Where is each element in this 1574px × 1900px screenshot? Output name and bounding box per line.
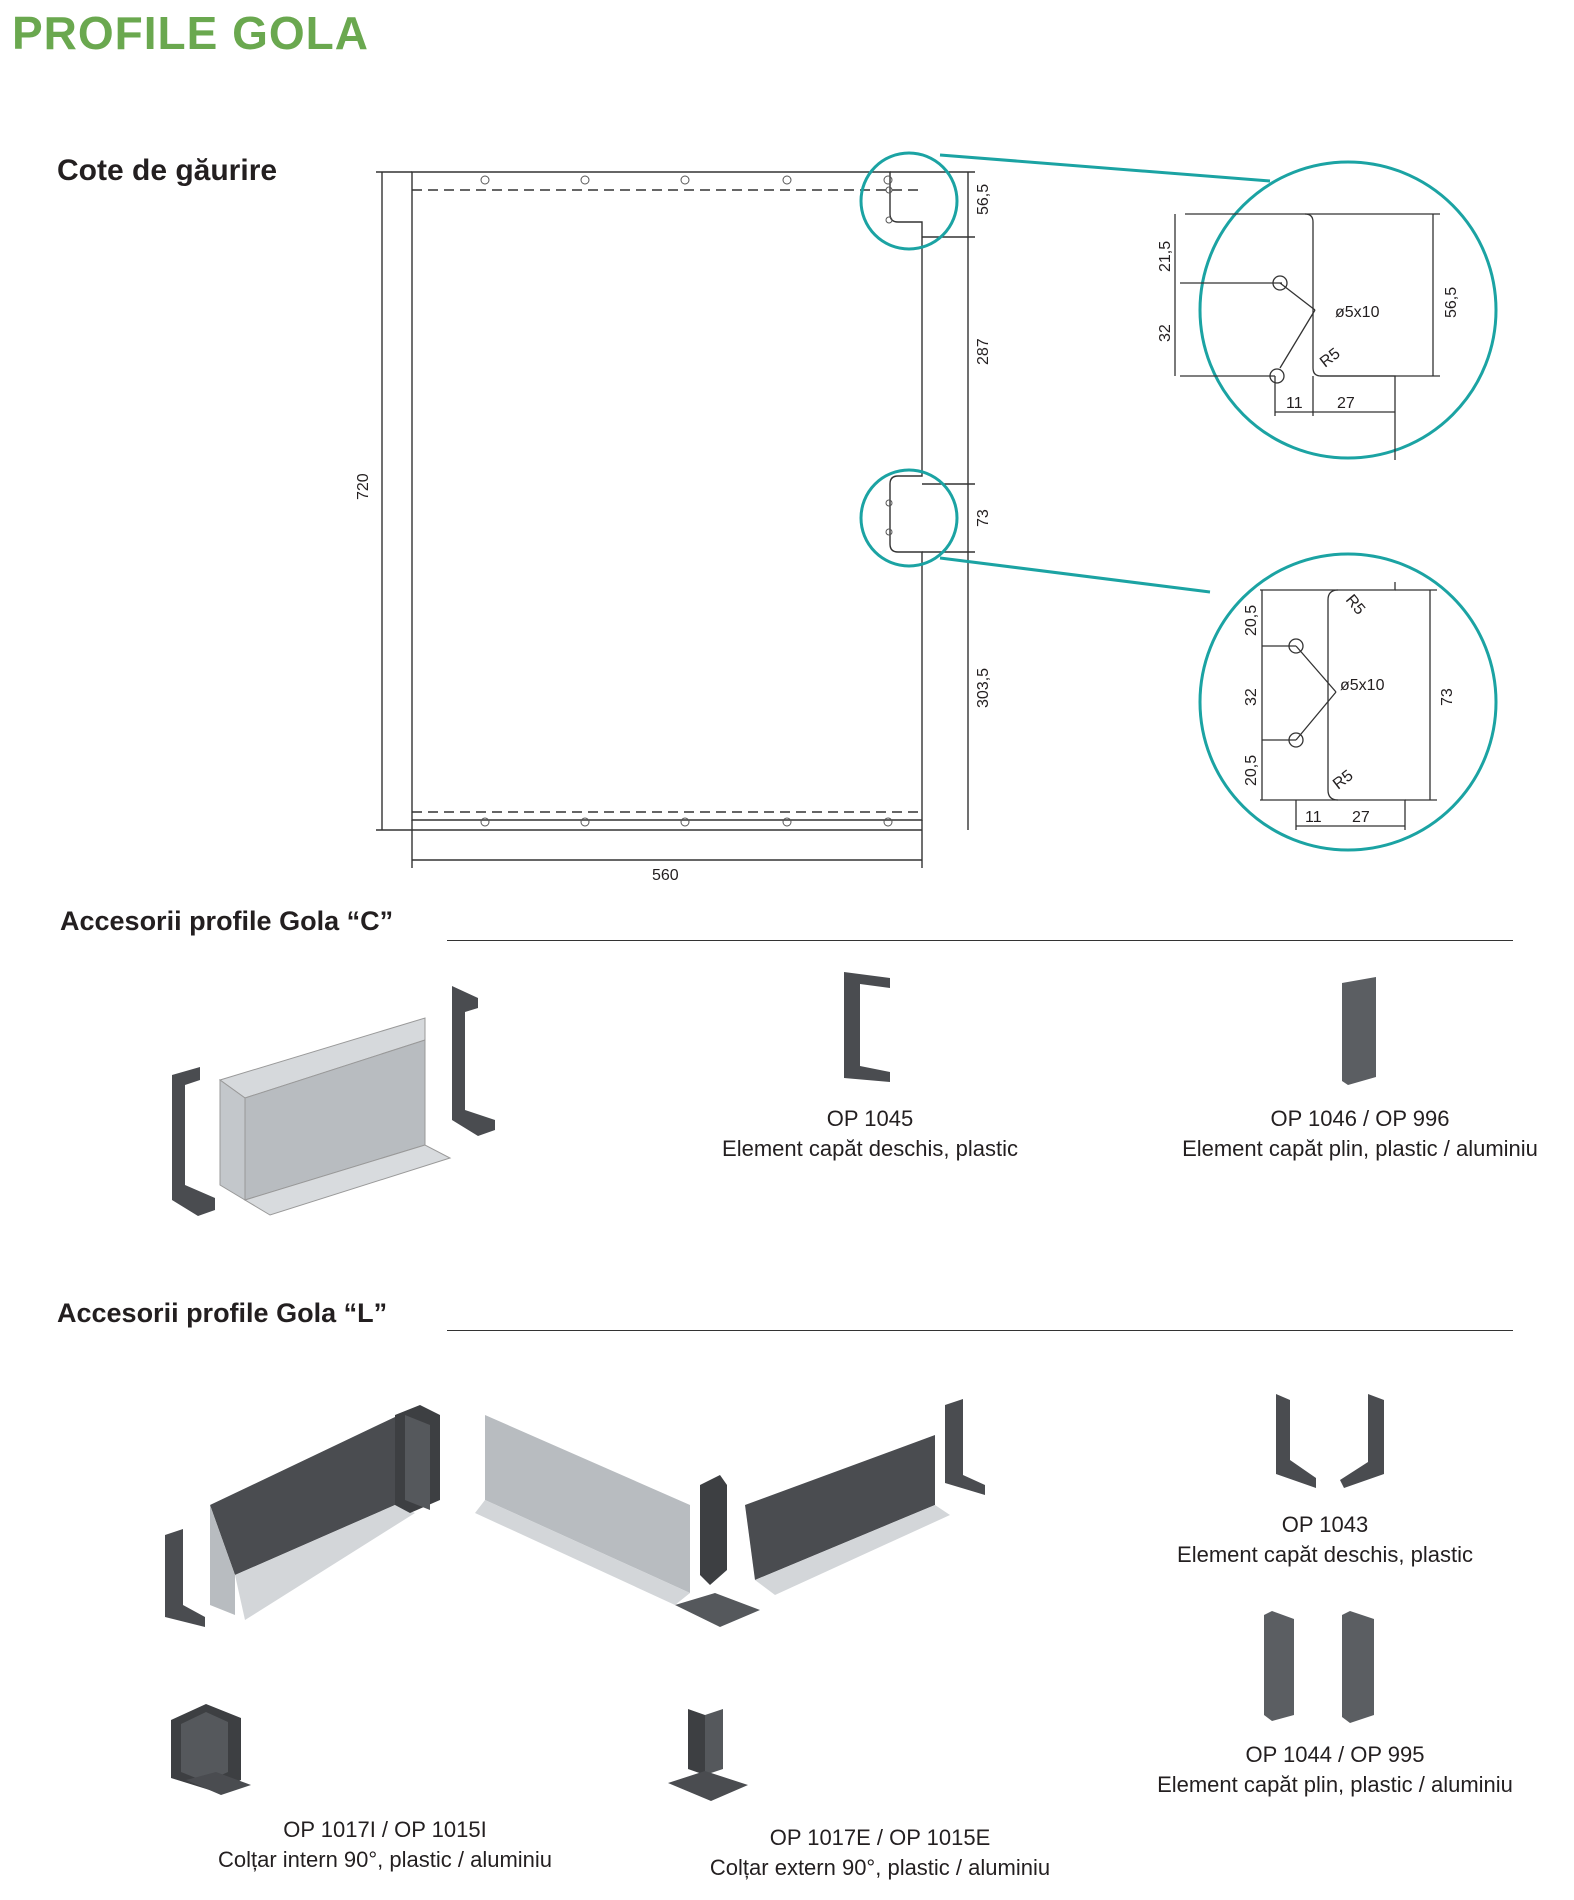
detail-top-d3: 56,5 xyxy=(1443,287,1460,318)
section-l-heading: Accesorii profile Gola “L” xyxy=(57,1298,388,1328)
op1017i-caption: OP 1017I / OP 1015I Colțar intern 90°, p… xyxy=(185,1815,585,1875)
op1045-desc: Element capăt deschis, plastic xyxy=(722,1136,1018,1161)
detail-top-hole: ø5x10 xyxy=(1335,304,1380,321)
op1044-caption: OP 1044 / OP 995 Element capăt plin, pla… xyxy=(1125,1740,1545,1800)
dim-56-5: 56,5 xyxy=(975,184,992,215)
op1045-image xyxy=(844,972,890,1082)
op1017i-code: OP 1017I / OP 1015I xyxy=(283,1817,487,1842)
dim-560: 560 xyxy=(652,867,679,884)
detail-top-d1: 21,5 xyxy=(1157,241,1174,272)
section-c-heading: Accesorii profile Gola “C” xyxy=(60,906,394,936)
op1017e-code: OP 1017E / OP 1015E xyxy=(769,1825,991,1850)
drilling-heading: Cote de găurire xyxy=(57,154,278,187)
gola-l-assembly-image xyxy=(165,1399,985,1627)
op1046-code: OP 1046 / OP 996 xyxy=(1270,1106,1450,1131)
dim-287: 287 xyxy=(975,338,992,365)
op1044-desc: Element capăt plin, plastic / aluminiu xyxy=(1157,1772,1513,1797)
detail-top-radius: R5 xyxy=(1317,345,1344,371)
detail-mid-d1: 20,5 xyxy=(1243,605,1260,636)
op1017e-image xyxy=(668,1709,748,1801)
op1017i-desc: Colțar intern 90°, plastic / aluminiu xyxy=(217,1847,553,1872)
op1043-desc: Element capăt deschis, plastic xyxy=(1177,1542,1473,1567)
drilling-drawing: 720 560 56,5 287 73 303,5 21,5 32 56,5 ø… xyxy=(355,151,1498,884)
detail-top-w1: 11 xyxy=(1286,395,1303,412)
op1046-image xyxy=(1342,977,1376,1085)
dim-720: 720 xyxy=(355,473,372,500)
page-title: PROFILE GOLA xyxy=(12,7,369,59)
detail-top-w2: 27 xyxy=(1337,395,1355,412)
detail-mid-d3: 20,5 xyxy=(1243,755,1260,786)
op1045-code: OP 1045 xyxy=(826,1106,914,1131)
op1043-code: OP 1043 xyxy=(1281,1512,1369,1537)
detail-mid-radius-bot: R5 xyxy=(1330,767,1357,793)
detail-mid-hole: ø5x10 xyxy=(1340,677,1385,694)
detail-top-d2: 32 xyxy=(1157,324,1174,342)
op1044-image xyxy=(1264,1611,1374,1723)
op1043-caption: OP 1043 Element capăt deschis, plastic xyxy=(1125,1510,1525,1570)
detail-mid-w2: 27 xyxy=(1352,809,1370,826)
detail-mid-w1: 11 xyxy=(1305,809,1322,826)
op1044-code: OP 1044 / OP 995 xyxy=(1245,1742,1425,1767)
panel-outline xyxy=(411,171,923,821)
op1017e-caption: OP 1017E / OP 1015E Colțar extern 90°, p… xyxy=(680,1823,1080,1883)
detail-mid-d2: 32 xyxy=(1243,688,1260,706)
op1046-desc: Element capăt plin, plastic / aluminiu xyxy=(1182,1136,1538,1161)
op1045-caption: OP 1045 Element capăt deschis, plastic xyxy=(680,1104,1060,1164)
detail-mid-d4: 73 xyxy=(1439,688,1456,706)
op1046-caption: OP 1046 / OP 996 Element capăt plin, pla… xyxy=(1150,1104,1570,1164)
op1017i-image xyxy=(171,1704,251,1795)
op1017e-desc: Colțar extern 90°, plastic / aluminiu xyxy=(709,1855,1051,1880)
dim-303-5: 303,5 xyxy=(975,668,992,708)
dim-73: 73 xyxy=(975,509,992,527)
section-l-rule xyxy=(447,1330,1513,1331)
detail-mid-radius-top: R5 xyxy=(1342,592,1368,619)
op1043-image xyxy=(1276,1394,1384,1488)
gola-c-assembly-image xyxy=(172,986,495,1216)
section-c-rule xyxy=(447,940,1513,941)
